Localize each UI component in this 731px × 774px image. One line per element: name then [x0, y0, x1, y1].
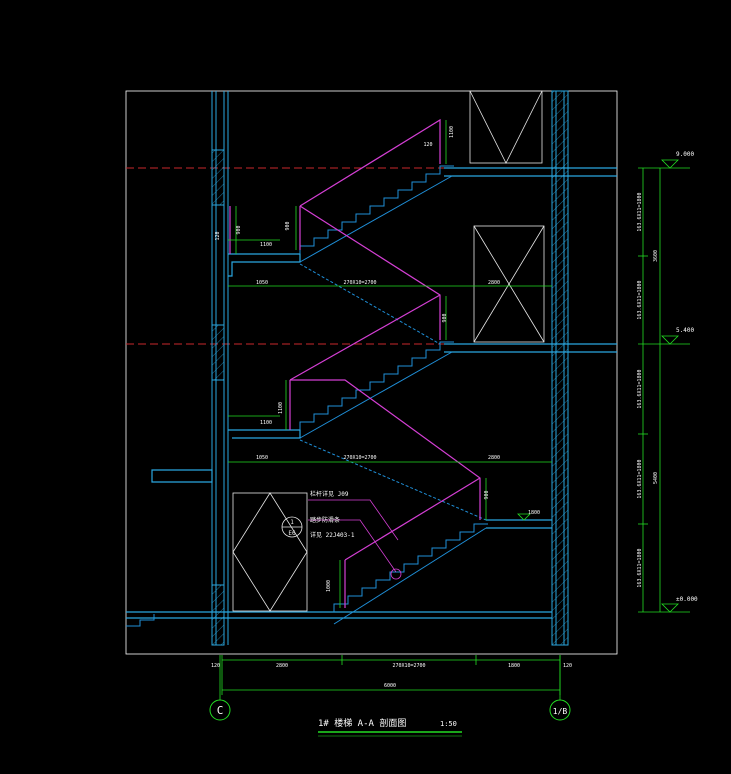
floor-reference-lines — [126, 167, 617, 345]
openings — [232, 90, 545, 612]
dim-lower-step2: 163.6X11=1800 — [637, 459, 643, 498]
dim-1100-upper: 1100 — [260, 242, 272, 248]
dimension-lines — [219, 120, 690, 700]
elevation-9000: 9.000 — [676, 151, 694, 158]
dim-bottom-landing: 1800 — [528, 510, 540, 516]
dim-rail-1: 1100 — [449, 126, 455, 138]
axis-markers — [209, 699, 571, 721]
drawing-title: 1# 楼梯 A-A 剖面图 — [318, 717, 406, 729]
dim-1100-lower: 1100 — [260, 420, 272, 426]
dim-run-lower: 270X10=2700 — [343, 455, 376, 461]
detail-number: 1 — [290, 519, 294, 526]
dim-lower-step1: 163.6X11=1800 — [637, 369, 643, 408]
dim-total: 6000 — [384, 683, 396, 689]
dim-seg3: 1800 — [508, 663, 520, 669]
elevation-0000: ±0.000 — [676, 596, 698, 603]
dim-rail-top: 120 — [423, 142, 432, 148]
axis-1b-bubble — [549, 699, 571, 721]
dim-right-wall: 120 — [563, 663, 572, 669]
dim-wall-120: 120 — [215, 231, 221, 240]
dim-left-wall: 120 — [211, 663, 220, 669]
dim-lower-step3: 163.6X11=1800 — [637, 548, 643, 587]
note-detail-ref: 详见 22J403-1 — [310, 531, 355, 539]
annotation-leaders — [308, 499, 402, 580]
dim-upper-step1: 163.6X11=1800 — [637, 192, 643, 231]
drawing-scale: 1:50 — [440, 720, 457, 728]
dim-seg1: 2800 — [276, 663, 288, 669]
elevation-5400: 5.400 — [676, 327, 694, 334]
note-railing: 栏杆详见 J09 — [310, 490, 349, 498]
dim-upper-right: 2800 — [488, 280, 500, 286]
right-wall — [551, 90, 569, 646]
axis-c-label: C — [217, 704, 224, 717]
handrails — [229, 118, 481, 608]
dim-rail-3: 1100 — [278, 402, 284, 414]
detail-reference: E6 — [288, 530, 296, 537]
stair-flights — [126, 165, 488, 627]
sheet-frame — [125, 90, 618, 655]
dim-rail-6: 1000 — [326, 580, 332, 592]
dim-rail-2: 900 — [285, 221, 291, 230]
axis-1b-label: 1/B — [553, 707, 568, 716]
dim-rail-7: 900 — [236, 225, 242, 234]
axis-c-bubble — [209, 699, 231, 721]
floor-slabs — [126, 167, 617, 619]
dim-rail-4: 900 — [442, 313, 448, 322]
dim-run-upper: 270X10=2700 — [343, 280, 376, 286]
dim-rail-5: 900 — [484, 490, 490, 499]
dim-landing-upper: 1050 — [256, 280, 268, 286]
dim-lower-right: 2800 — [488, 455, 500, 461]
dim-seg2: 270X10=2700 — [392, 663, 425, 669]
left-wall — [211, 91, 229, 646]
note-antislip: 踏步防滑条 — [310, 516, 340, 524]
dim-upper-step2: 163.6X11=1800 — [637, 280, 643, 319]
dim-landing-lower: 1050 — [256, 455, 268, 461]
dim-upper-total: 3600 — [653, 250, 659, 262]
dim-lower-total: 5400 — [653, 472, 659, 484]
